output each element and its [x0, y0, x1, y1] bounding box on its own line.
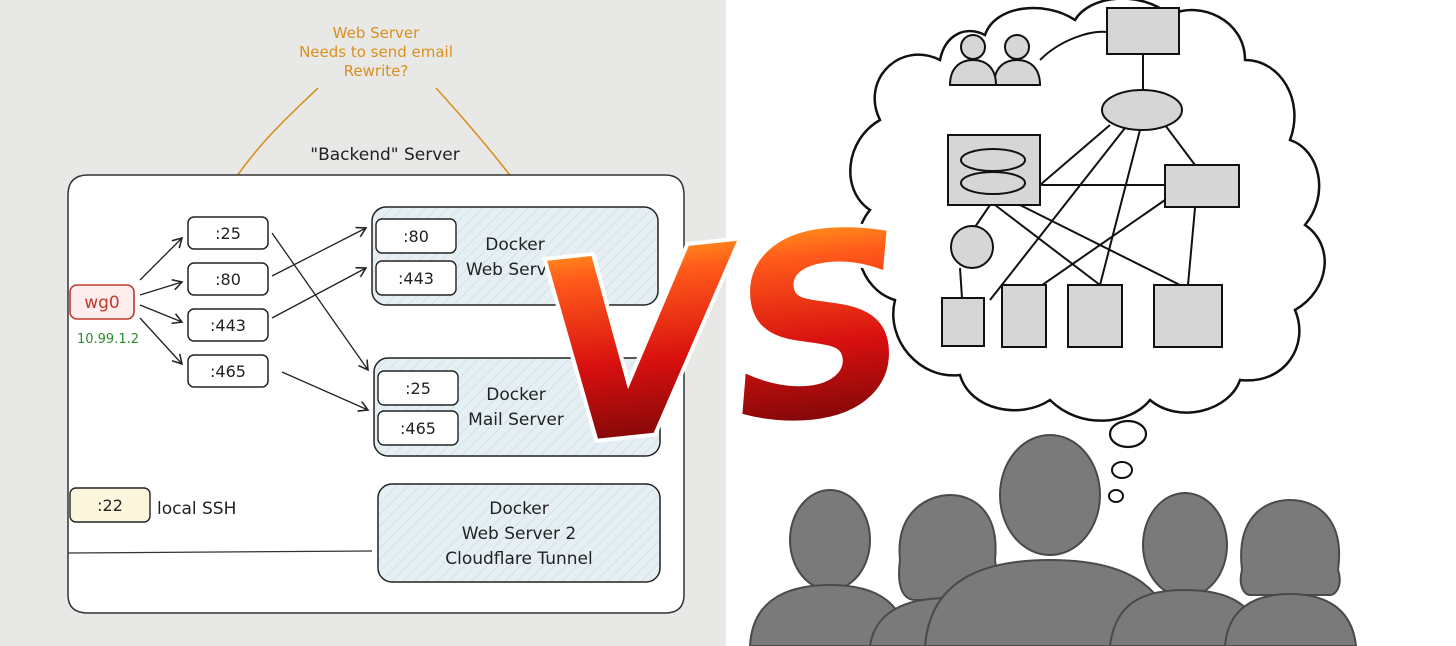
port-box — [187, 262, 269, 296]
audience-silhouettes — [748, 434, 1358, 646]
port-label: :465 — [210, 362, 246, 381]
interface-arrows — [139, 236, 184, 366]
docker-port-label: :443 — [398, 269, 434, 288]
port-label: :443 — [210, 316, 246, 335]
docker-port-label: :465 — [400, 419, 436, 438]
docker-port-box — [375, 260, 457, 296]
routing-arrows — [271, 226, 370, 412]
annotation-line-1: Web Server — [333, 24, 420, 42]
ssh-label: local SSH — [157, 499, 236, 519]
interface-ip: 10.99.1.2 — [77, 332, 139, 347]
port-label: :25 — [215, 224, 241, 243]
ssh-port: :22 — [97, 496, 123, 515]
docker-port-box — [377, 370, 459, 406]
vs-logo: VS — [519, 170, 929, 506]
vs-text: VS — [523, 174, 925, 502]
interface-name: wg0 — [84, 293, 120, 313]
divider-line — [67, 550, 373, 554]
network-graph — [941, 7, 1240, 348]
docker-web-server-2-box — [377, 483, 661, 583]
port-box — [187, 308, 269, 342]
docker-port-label: :25 — [405, 379, 431, 398]
docker-port-box — [375, 218, 457, 254]
web-server-line-1: Docker — [485, 235, 545, 255]
annotation-line-3: Rewrite? — [344, 62, 409, 80]
docker-port-box — [377, 410, 459, 446]
port-box — [187, 354, 269, 388]
mail-server-line-2: Mail Server — [468, 410, 564, 430]
port-box — [187, 216, 269, 250]
web-server-line-2: Web Server — [466, 260, 564, 280]
web-server-2-line-2: Web Server 2 — [462, 524, 576, 544]
ssh-port-box — [69, 487, 151, 523]
web-server-2-line-3: Cloudflare Tunnel — [445, 549, 592, 569]
mail-server-line-1: Docker — [486, 385, 546, 405]
port-label: :80 — [215, 270, 241, 289]
interface-box — [69, 284, 135, 320]
thought-cloud — [849, 0, 1326, 503]
host-ports: :25 :80 :443 :465 — [187, 216, 269, 388]
server-title: "Backend" Server — [310, 145, 459, 165]
docker-port-label: :80 — [403, 227, 429, 246]
people-icon — [948, 34, 1042, 86]
annotation-line-2: Needs to send email — [299, 43, 453, 61]
web-server-2-line-1: Docker — [489, 499, 549, 519]
